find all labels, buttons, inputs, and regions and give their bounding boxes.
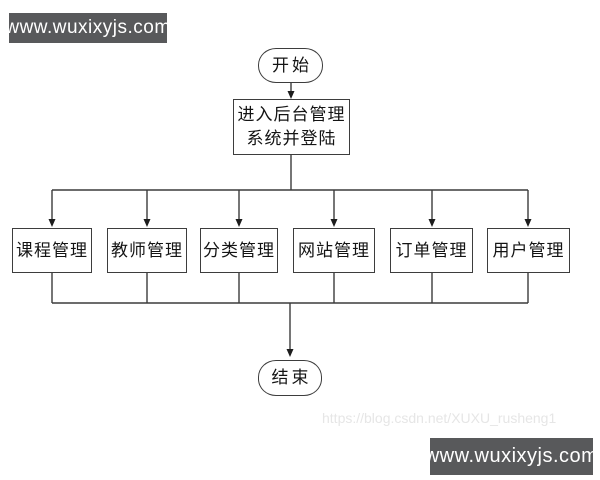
flow-node-website-management: 网站管理 <box>293 228 375 273</box>
flow-node-user-management: 用户管理 <box>487 228 570 273</box>
watermark-badge-top: www.wuxixyjs.com <box>5 13 170 43</box>
flow-node-start: 开始 <box>258 48 323 83</box>
login-label-line2: 系统并登陆 <box>246 129 337 148</box>
flow-node-category-management: 分类管理 <box>200 228 278 273</box>
flow-node-order-management: 订单管理 <box>390 228 473 273</box>
flow-node-teacher-management: 教师管理 <box>107 228 187 273</box>
csdn-url-watermark: https://blog.csdn.net/XUXU_rusheng1 <box>322 410 557 426</box>
flow-node-end: 结束 <box>258 360 322 396</box>
connector-lines <box>48 83 532 357</box>
flow-node-course-management: 课程管理 <box>12 228 92 273</box>
login-label-line1: 进入后台管理 <box>237 105 346 124</box>
watermark-badge-bottom: www.wuxixyjs.com <box>425 438 598 475</box>
flow-node-login: 进入后台管理 系统并登陆 <box>233 99 350 155</box>
